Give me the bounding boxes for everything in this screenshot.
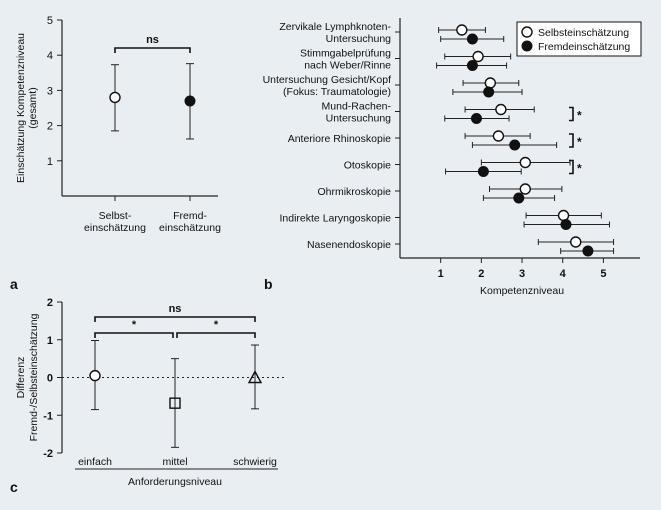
legend-label: Selbsteinschätzung <box>538 27 629 39</box>
x-tick-label: 1 <box>438 268 444 280</box>
y-tick-label: -1 <box>43 410 53 422</box>
data-point <box>495 103 507 116</box>
x-tick-label: Selbst-einschätzung <box>84 210 146 234</box>
data-point <box>184 95 196 107</box>
significance-bracket <box>176 332 256 338</box>
y-tick-label: 2 <box>47 297 53 309</box>
data-point <box>519 183 531 195</box>
data-point <box>582 245 594 257</box>
y-tick-label: 4 <box>47 50 53 62</box>
data-point <box>560 219 572 230</box>
y-tick-label: 1 <box>47 156 53 168</box>
x-tick-label: 2 <box>478 268 484 280</box>
data-point <box>466 33 478 45</box>
significance-bracket <box>94 332 174 338</box>
data-point <box>477 166 489 177</box>
data-point <box>89 369 101 382</box>
legend-label: Fremdeinschätzung <box>538 41 630 53</box>
data-point <box>570 236 582 248</box>
data-point <box>557 209 570 222</box>
data-point <box>466 60 478 71</box>
legend-marker <box>521 40 533 52</box>
data-point <box>109 91 121 104</box>
y-tick-label: 2 <box>47 121 53 133</box>
y-tick-label: Nasenendoskopie <box>307 239 391 251</box>
x-tick-label: mittel <box>162 456 187 468</box>
y-axis-label: Einschätzung Kompetenzniveau(gesamt) <box>15 33 39 183</box>
panel-label-b: b <box>264 276 273 292</box>
data-point <box>456 24 468 36</box>
significance-bracket <box>569 106 574 122</box>
data-point <box>519 156 531 169</box>
data-point <box>247 370 263 384</box>
data-point <box>472 50 484 63</box>
legend-box <box>516 21 642 57</box>
y-tick-label: Otoskopie <box>344 160 391 172</box>
data-point <box>484 77 497 89</box>
significance-label: ns <box>169 303 182 315</box>
y-tick-label: Ohrmikroskopie <box>317 186 391 198</box>
y-tick-label: Untersuchung Gesicht/Kopf(Fokus: Traumat… <box>263 74 391 98</box>
data-point <box>509 139 521 151</box>
significance-bracket <box>569 159 574 175</box>
y-tick-label: -2 <box>43 448 53 460</box>
significance-label: * <box>577 162 582 176</box>
x-tick-label: Fremd-einschätzung <box>159 210 221 234</box>
x-tick-label: 4 <box>560 268 567 280</box>
y-tick-label: Zervikale Lymphknoten-Untersuchung <box>279 21 391 45</box>
data-point <box>513 192 525 204</box>
data-point <box>169 397 181 409</box>
x-tick-label: 5 <box>600 268 606 280</box>
data-point <box>483 86 495 98</box>
y-tick-label: 3 <box>47 85 53 97</box>
panel-label-c: c <box>10 479 18 495</box>
legend-marker <box>521 26 533 38</box>
x-tick-label: einfach <box>78 456 112 468</box>
significance-label: ns <box>146 34 159 46</box>
significance-bracket <box>94 316 256 322</box>
panel-c-chart: -2 -1 0 1 2 einfach mittel schwierigAnforderung… <box>15 297 285 488</box>
y-tick-label: Mund-Rachen-Untersuchung <box>322 101 392 125</box>
y-tick-label: 1 <box>47 335 53 347</box>
data-point <box>470 113 482 124</box>
significance-label: * <box>214 319 219 331</box>
significance-label: * <box>577 109 582 123</box>
data-point <box>492 130 505 142</box>
y-axis-label: DifferenzFremd-/Selbsteinschätzung <box>15 313 40 441</box>
significance-bracket <box>569 133 574 148</box>
y-tick-label: Anteriore Rhinoskopie <box>288 133 391 145</box>
significance-label: * <box>132 319 137 331</box>
panel-label-a: a <box>10 276 18 292</box>
significance-label: * <box>577 135 582 149</box>
y-tick-label: Indirekte Laryngoskopie <box>280 213 392 225</box>
y-tick-label: 0 <box>47 373 53 385</box>
significance-bracket <box>114 47 191 53</box>
x-tick-label: schwierig <box>233 456 277 468</box>
x-axis-label: Kompetenzniveau <box>480 285 564 297</box>
x-axis-label: Anforderungsniveau <box>128 476 222 488</box>
y-tick-label: 5 <box>47 15 53 27</box>
x-tick-label: 3 <box>519 268 525 280</box>
